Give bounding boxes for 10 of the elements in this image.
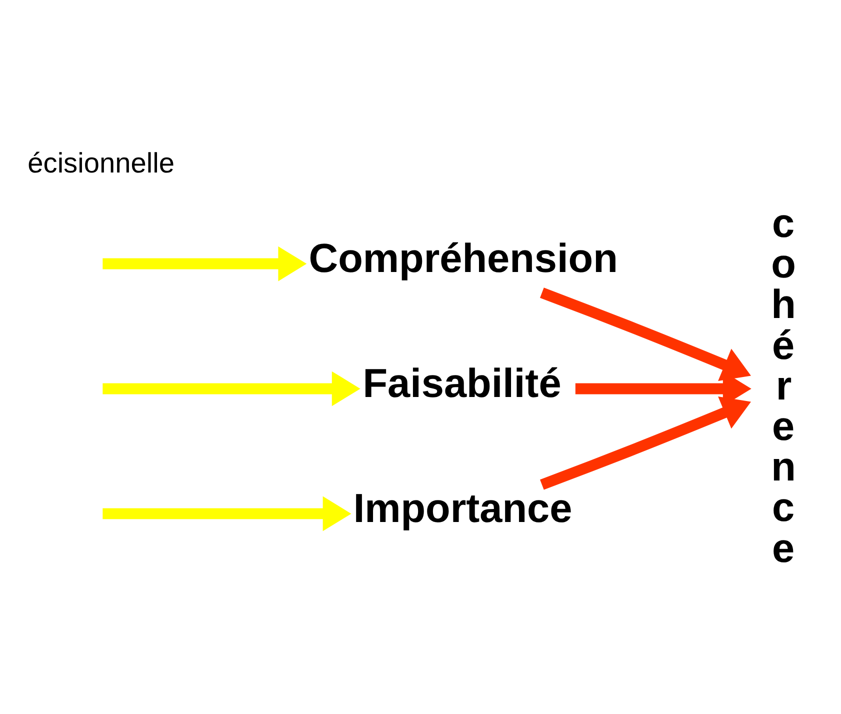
arrow (540, 287, 751, 380)
label: écisionnelle (28, 146, 175, 178)
arrow (102, 370, 360, 406)
node-text: c o h é r e n c e (771, 199, 796, 570)
node-text: Compréhension (308, 234, 618, 281)
arrow (102, 246, 307, 281)
node-text: Importance (353, 484, 572, 530)
node-text: Faisabilité (362, 360, 562, 406)
arrow (102, 496, 352, 531)
arrow (540, 396, 751, 490)
